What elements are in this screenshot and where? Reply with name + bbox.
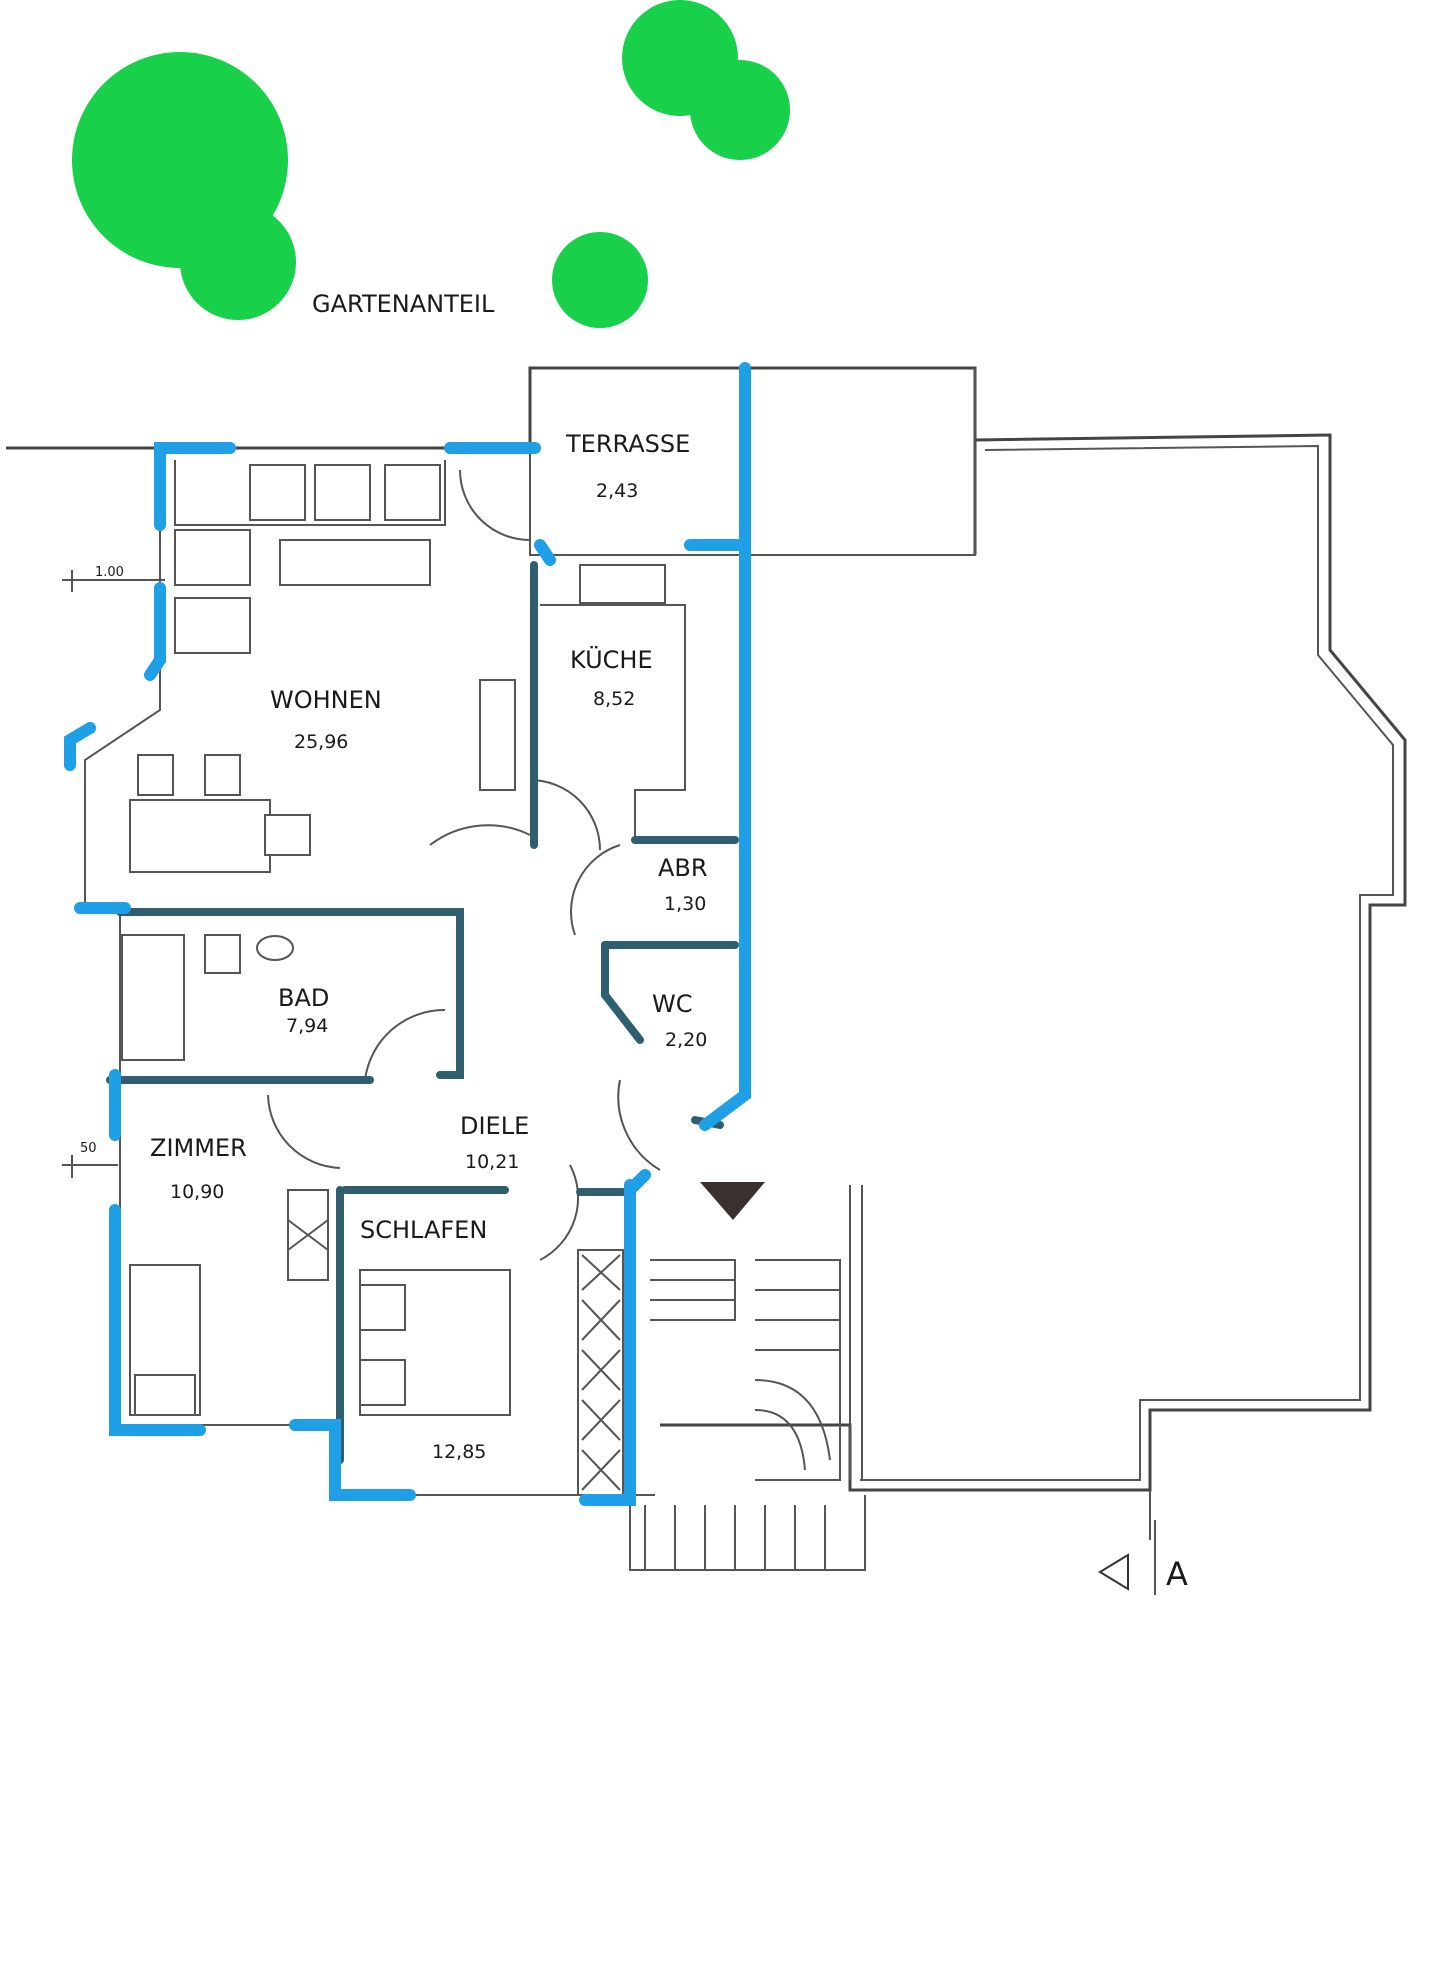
bath-area: 7,94 [286, 1015, 328, 1037]
tree-small [552, 232, 648, 328]
wc-area: 2,20 [665, 1029, 707, 1051]
room-area: 10,90 [170, 1181, 224, 1203]
section-arrow [1098, 1553, 1129, 1591]
tree-top-right-lobe [690, 60, 790, 160]
building-outline [6, 366, 1407, 1571]
living-area: 25,96 [294, 731, 348, 753]
garden-label: GARTENANTEIL [312, 290, 495, 318]
terrace-area: 2,43 [596, 480, 638, 502]
bedroom-area: 12,85 [432, 1441, 486, 1463]
kitchen-name: KÜCHE [570, 645, 653, 674]
interior-walls [106, 561, 739, 1464]
storage-name: ABR [658, 854, 708, 882]
section-marker: A [1166, 1555, 1188, 1593]
hall-name: DIELE [460, 1112, 529, 1140]
dimension-top: 1.00 [95, 565, 124, 580]
labels: GARTENANTEIL TERRASSE 2,43 KÜCHE 8,52 WO… [80, 290, 1188, 1593]
bath-name: BAD [278, 984, 329, 1012]
storage-crosses [581, 1254, 621, 1491]
dimension-side: 50 [80, 1141, 97, 1156]
bedroom-name: SCHLAFEN [360, 1216, 487, 1244]
wc-name: WC [652, 990, 693, 1018]
storage-area: 1,30 [664, 893, 706, 915]
room-name: ZIMMER [150, 1134, 247, 1162]
staircase [644, 1185, 863, 1570]
hall-area: 10,21 [465, 1151, 519, 1173]
entrance-marker [700, 1182, 765, 1220]
interior-lines [121, 460, 1156, 1595]
tree-large-lobe [180, 204, 296, 320]
living-name: WOHNEN [270, 686, 382, 714]
kitchen-area: 8,52 [593, 688, 635, 710]
highlight-walls [64, 362, 751, 1506]
garden-trees [72, 0, 790, 328]
terrace-name: TERRASSE [565, 430, 690, 458]
